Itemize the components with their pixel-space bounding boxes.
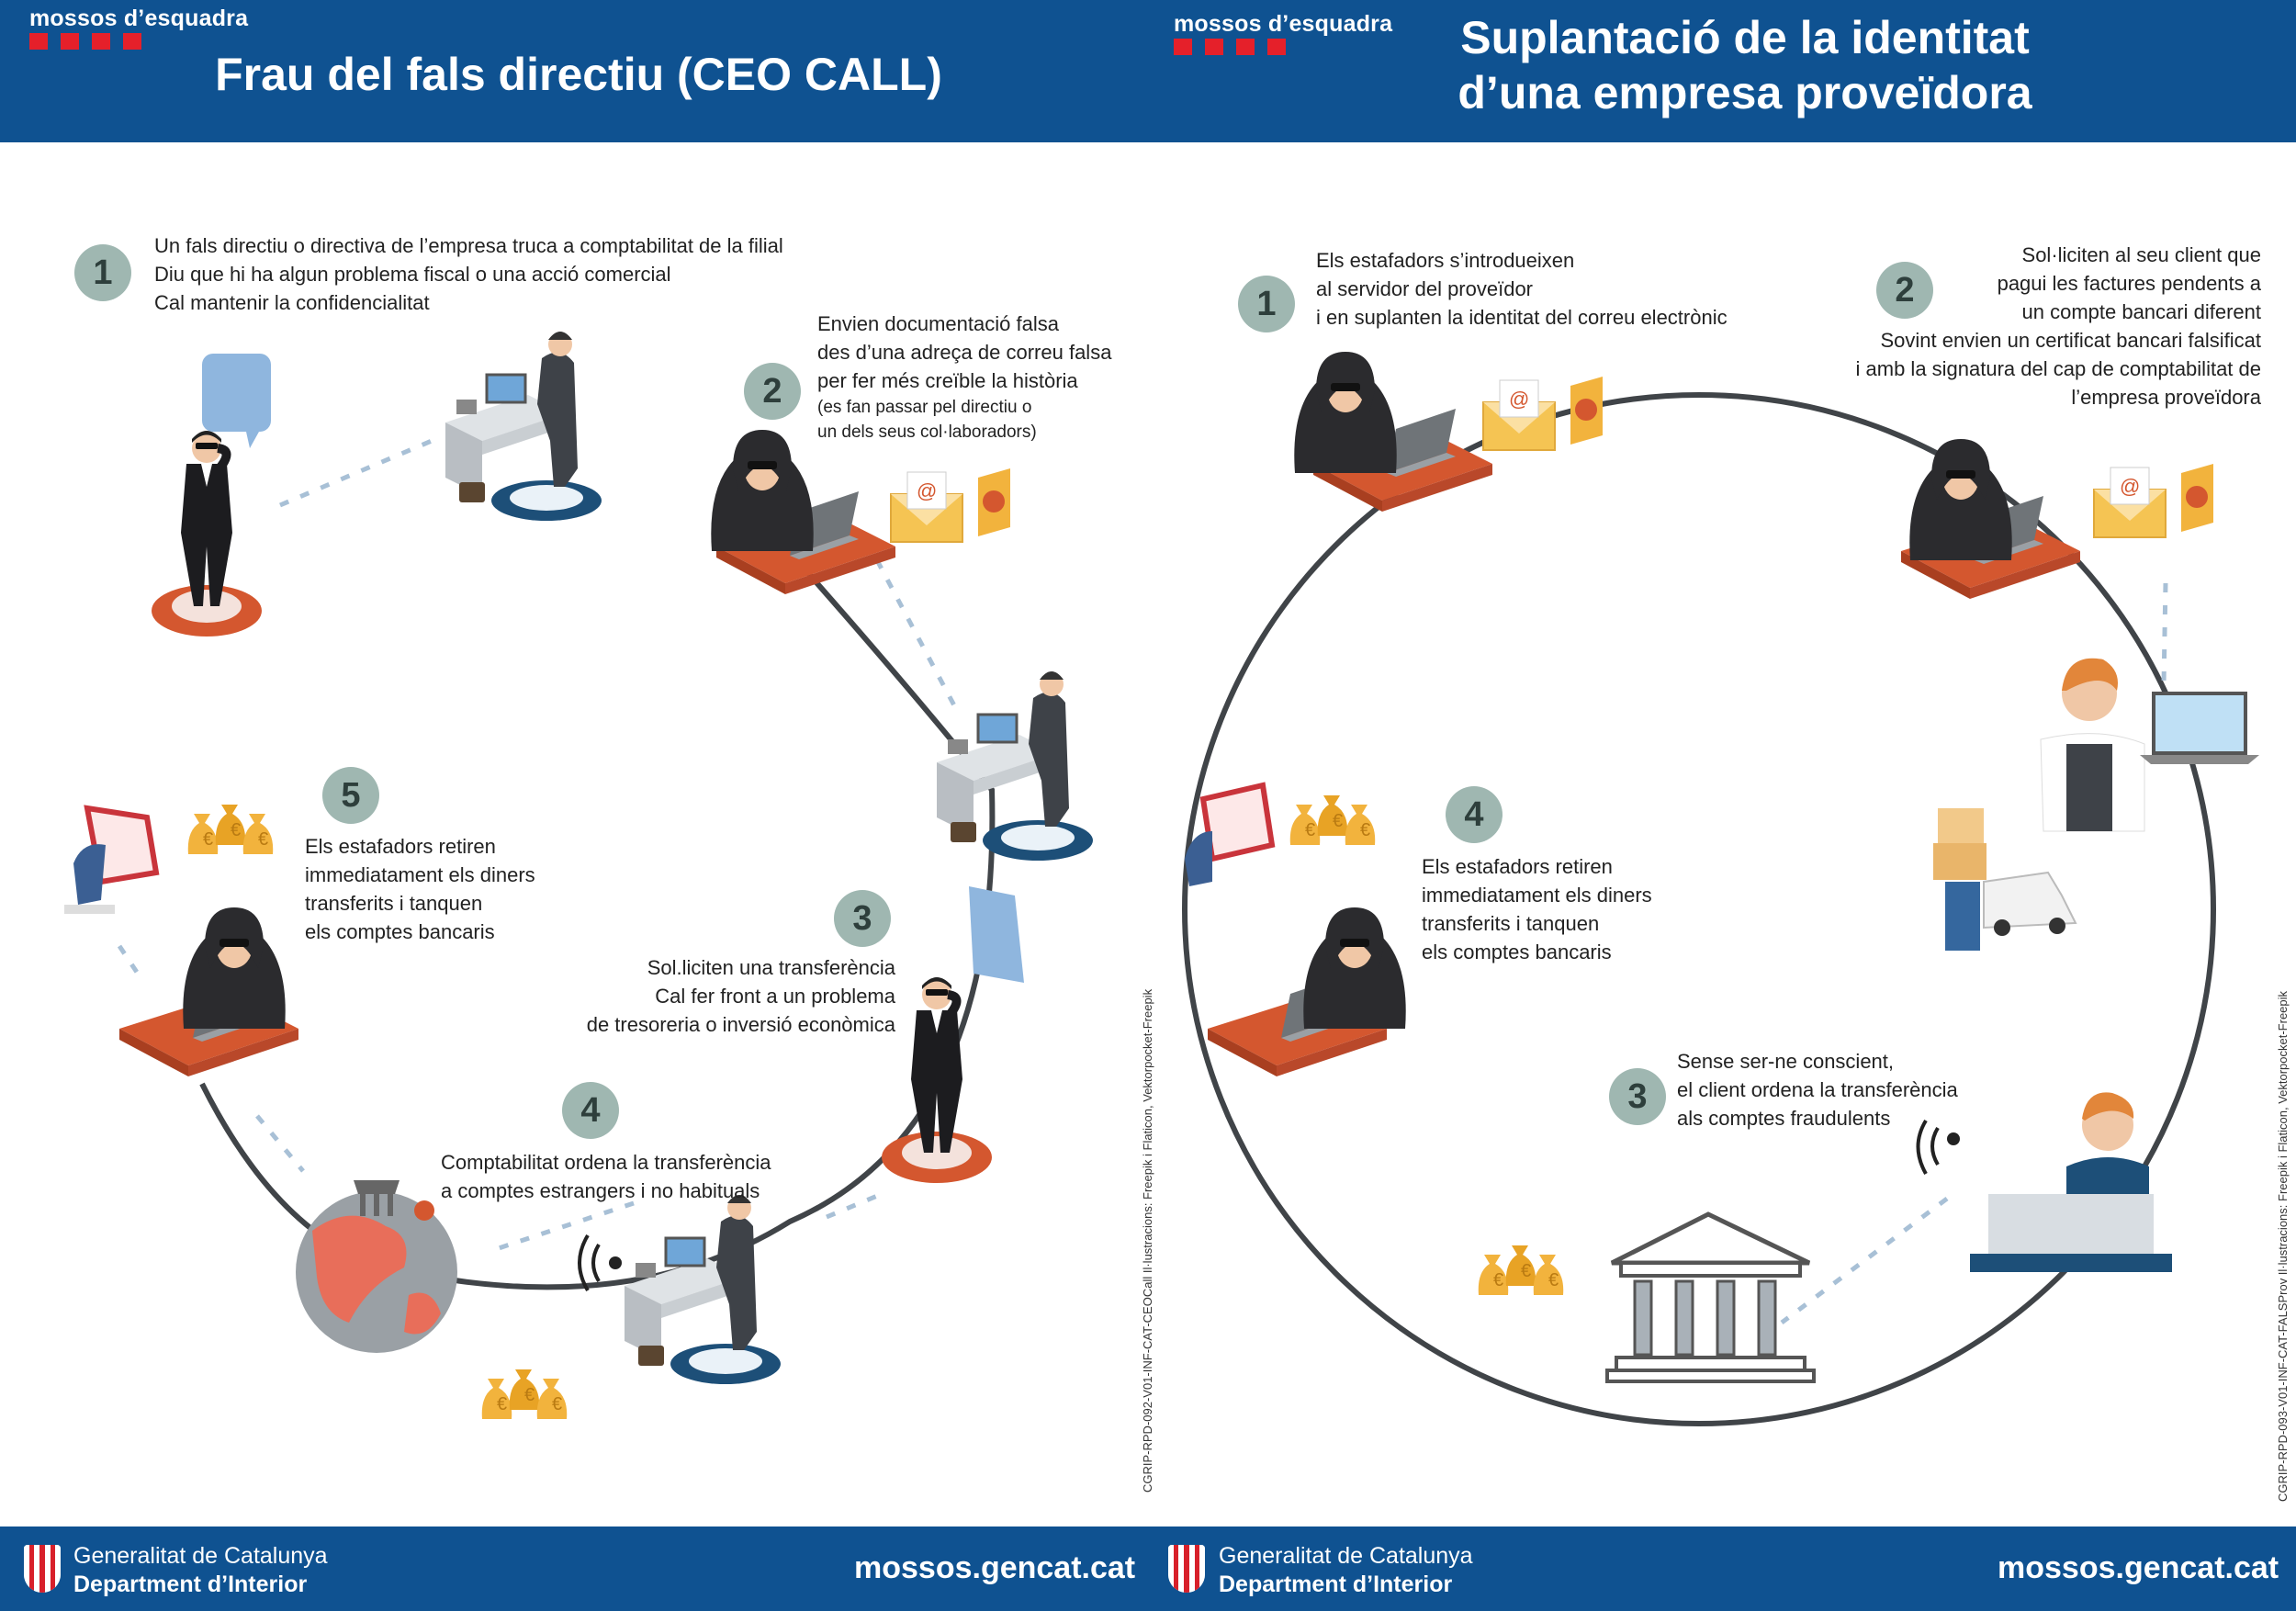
left-credit: CGRIP-RPD-092-V01-INF-CAT-CEOCall Il·lus… (1141, 988, 1154, 1493)
left-step-4-text: Comptabilitat ordena la transferència a … (441, 1151, 771, 1202)
left-step-4-badge: 4 (562, 1082, 619, 1139)
right-step-2-text: Sol·liciten al seu client que pagui les … (1855, 243, 2261, 409)
left-step-3-text: Sol.liciten una transferència Cal fer fr… (586, 956, 895, 1036)
department-name: Department d’Interior (1219, 1572, 1453, 1597)
right-step-4-badge: 4 (1446, 786, 1503, 843)
right-step-2-badge: 2 (1876, 262, 1933, 319)
right-title-line2: d’una empresa proveïdora (1458, 67, 2032, 118)
left-step-5-text: Els estafadors retiren immediatament els… (305, 835, 535, 943)
left-step-3-badge: 3 (834, 890, 891, 947)
left-step-5-badge: 5 (322, 767, 379, 824)
right-step-4-text: Els estafadors retiren immediatament els… (1422, 855, 1652, 963)
brand-squares-right (1174, 39, 1286, 55)
generalitat-shield-icon-left (24, 1545, 61, 1593)
generalitat-shield-icon-right (1168, 1545, 1205, 1593)
left-step-1-text: Un fals directiu o directiva de l’empres… (154, 234, 783, 314)
footer-bar (0, 1527, 2296, 1611)
footer-gov-right: Generalitat de Catalunya Department d’In… (1219, 1543, 1473, 1598)
right-title-line1: Suplantació de la identitat (1460, 12, 2030, 63)
right-step-1-text: Els estafadors s’introdueixen al servido… (1316, 249, 1728, 329)
brand-label-left: mossos d’esquadra (29, 6, 249, 31)
header-bar (0, 0, 2296, 142)
right-step-1-badge: 1 (1238, 276, 1295, 332)
footer-gov-left: Generalitat de Catalunya Department d’In… (73, 1543, 328, 1598)
gov-name: Generalitat de Catalunya (1219, 1543, 1473, 1569)
brand-squares-left (29, 33, 141, 50)
right-step-3-badge: 3 (1609, 1068, 1666, 1125)
left-step-2-text: Envien documentació falsa des d’una adre… (817, 312, 1112, 392)
left-step-1-badge: 1 (74, 244, 131, 301)
left-title: Frau del fals directiu (CEO CALL) (215, 49, 942, 100)
website-link-left[interactable]: mossos.gencat.cat (854, 1550, 1136, 1585)
left-step-2-badge: 2 (744, 363, 801, 420)
right-step-3-text: Sense ser-ne conscient, el client ordena… (1677, 1050, 1958, 1130)
left-step-2-note: (es fan passar pel directiu o un dels se… (817, 398, 1037, 442)
right-credit: CGRIP-RPD-093-V01-INF-CAT-FALSProv Il·lu… (2276, 990, 2290, 1502)
website-link-right[interactable]: mossos.gencat.cat (1998, 1550, 2279, 1585)
department-name: Department d’Interior (73, 1572, 308, 1597)
gov-name: Generalitat de Catalunya (73, 1543, 328, 1569)
brand-label-right: mossos d’esquadra (1174, 11, 1393, 37)
